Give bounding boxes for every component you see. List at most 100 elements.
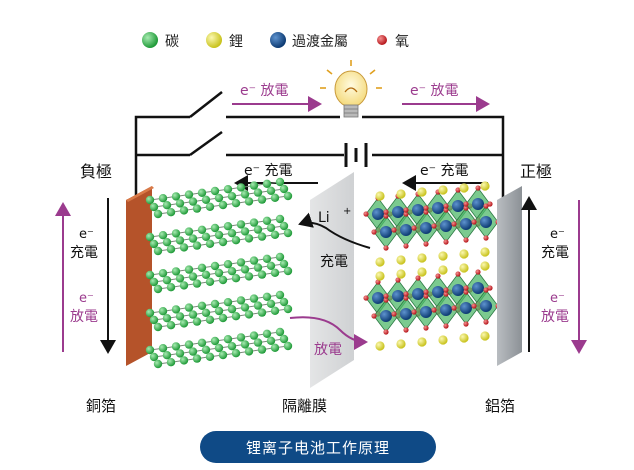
carbon-atom xyxy=(231,236,241,245)
lithium-atom xyxy=(375,271,385,281)
carbon-atom xyxy=(192,354,202,363)
lithium-atom xyxy=(438,265,448,275)
carbon-atom xyxy=(171,342,181,351)
oxygen-atom xyxy=(403,295,409,301)
carbon-atom xyxy=(236,220,246,229)
carbon-atom xyxy=(266,223,276,232)
carbon-atom xyxy=(158,231,168,240)
carbon-atom xyxy=(158,269,168,278)
transition-metal-atom xyxy=(412,204,424,216)
oxygen-atom xyxy=(463,289,469,295)
oxygen-atom xyxy=(475,185,481,191)
oxygen-atom xyxy=(411,309,417,315)
lithium-atom xyxy=(396,255,406,265)
oxygen-atom xyxy=(383,245,389,251)
carbon-atom xyxy=(201,195,211,204)
transition-metal-atom xyxy=(440,304,452,316)
carbon-atom xyxy=(249,294,259,303)
carbon-atom xyxy=(166,245,176,254)
carbon-atom xyxy=(257,195,267,204)
carbon-atom xyxy=(153,284,163,294)
carbon-atom xyxy=(270,268,280,277)
carbon-atom xyxy=(223,298,233,307)
transition-metal-atom xyxy=(480,300,492,312)
carbon-atom xyxy=(257,232,267,241)
oxygen-atom xyxy=(443,291,449,297)
carbon-atom xyxy=(266,261,276,270)
discharge-arrow-top-left: e⁻ 放電 xyxy=(232,83,322,112)
switch-top xyxy=(189,91,223,118)
lithium-atom xyxy=(417,253,427,263)
carbon-atom xyxy=(205,315,215,324)
carbon-atom xyxy=(188,197,198,206)
lithium-atom xyxy=(417,267,427,277)
lithium-row xyxy=(375,247,490,267)
carbon-atom xyxy=(236,333,246,342)
oxygen-atom xyxy=(423,205,429,211)
carbon-atom xyxy=(166,358,176,367)
carbon-atom xyxy=(175,274,185,283)
carbon-atom xyxy=(262,292,272,301)
graphite-layer xyxy=(145,214,293,256)
lithium-ion-label: Li + xyxy=(318,206,351,226)
carbon-atom xyxy=(275,327,285,337)
charge-ion-arrow xyxy=(298,212,371,249)
carbon-atom xyxy=(240,303,250,312)
carbon-atom xyxy=(205,352,215,361)
carbon-atom xyxy=(227,192,237,201)
legend-oxygen-label: 氧 xyxy=(395,34,409,50)
oxygen-atom xyxy=(443,287,449,293)
discharge-label-top-left: e⁻ 放電 xyxy=(240,83,288,99)
carbon-atom xyxy=(283,191,293,201)
carbon-atom xyxy=(218,313,228,323)
oxygen-atom xyxy=(471,219,477,225)
oxygen-atom xyxy=(415,275,421,281)
transition-metal-atom xyxy=(400,308,412,320)
carbon-atom xyxy=(149,239,159,249)
carbon-atom xyxy=(240,227,250,236)
carbon-atom xyxy=(223,260,233,269)
oxygen-atom xyxy=(423,241,429,247)
carbon-atom xyxy=(275,177,285,187)
legend-carbon-dot xyxy=(142,32,158,48)
charge-label-right: e⁻ 充電 xyxy=(420,163,468,179)
li-ion-sup: + xyxy=(343,206,351,217)
legend-transition-metal-dot xyxy=(270,32,286,48)
carbon-atom xyxy=(210,261,220,271)
carbon-atom xyxy=(166,321,176,330)
carbon-atom xyxy=(162,351,172,360)
transition-metal-atom xyxy=(452,200,464,212)
oxygen-atom xyxy=(403,327,409,333)
carbon-atom xyxy=(210,223,220,233)
lithium-atom xyxy=(459,333,469,343)
carbon-atom xyxy=(145,308,155,318)
carbon-atom xyxy=(262,329,272,338)
carbon-atom xyxy=(227,305,237,314)
carbon-atom xyxy=(179,356,189,365)
carbon-atom xyxy=(262,254,272,263)
legend-carbon-label: 碳 xyxy=(165,34,179,50)
carbon-atom xyxy=(275,290,285,300)
cathode-layer xyxy=(363,269,501,335)
carbon-atom xyxy=(231,312,241,321)
charge-arrow-right: e⁻ 充電 xyxy=(402,163,488,191)
oxygen-atom xyxy=(383,329,389,335)
carbon-atom xyxy=(244,272,254,281)
carbon-atom xyxy=(175,199,185,208)
carbon-atom xyxy=(244,347,254,356)
discharge-arrow-top-right: e⁻ 放電 xyxy=(402,83,490,112)
copper-foil xyxy=(126,186,154,366)
lithium-atom xyxy=(375,191,385,201)
oxygen-atom xyxy=(483,319,489,325)
carbon-atom xyxy=(162,201,172,210)
oxygen-atom xyxy=(451,221,457,227)
discharge-label-top-right: e⁻ 放電 xyxy=(410,83,458,99)
oxygen-atom xyxy=(443,207,449,213)
carbon-atom xyxy=(188,234,198,243)
carbon-atom xyxy=(253,225,263,234)
oxygen-atom xyxy=(423,325,429,331)
carbon-atom xyxy=(192,241,202,250)
carbon-atom xyxy=(223,222,233,231)
lithium-atom xyxy=(480,261,490,271)
battery-symbol xyxy=(344,143,368,167)
